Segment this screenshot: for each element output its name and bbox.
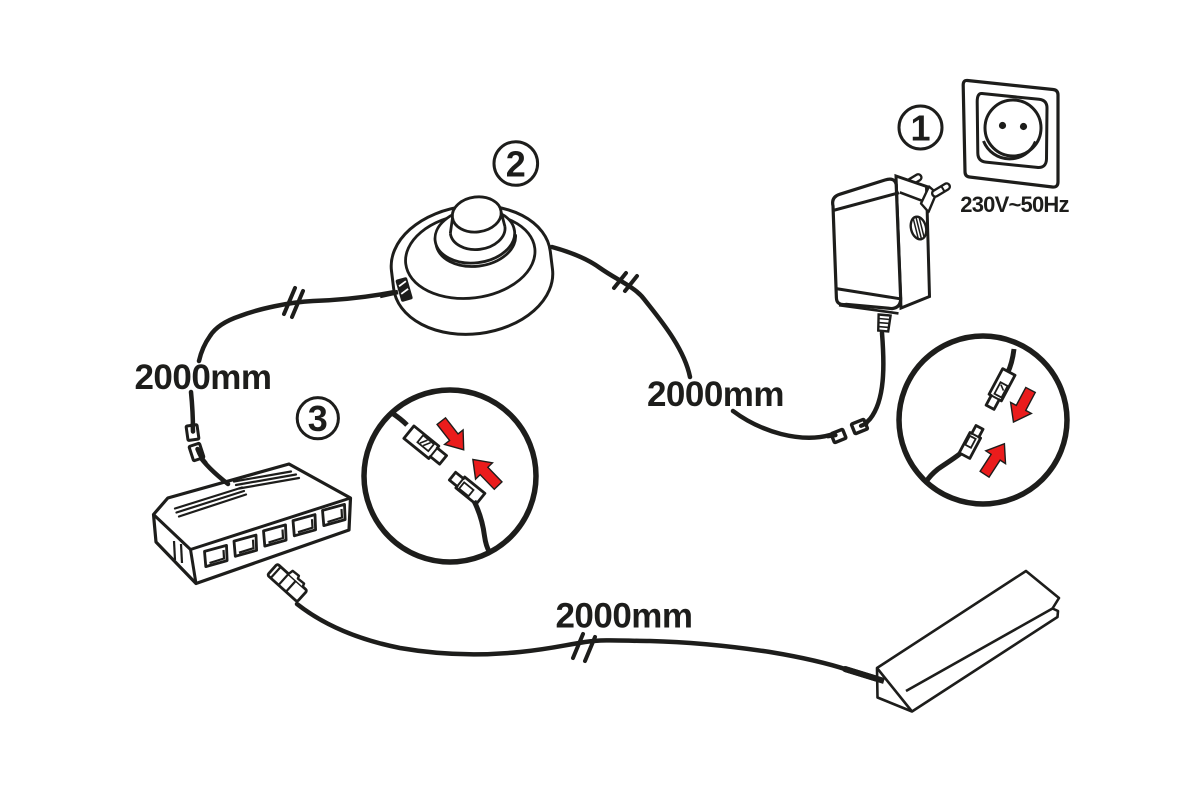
svg-text:230V~50Hz: 230V~50Hz [960,192,1069,217]
svg-text:3: 3 [308,398,328,439]
svg-text:1: 1 [910,108,930,149]
svg-text:2000mm: 2000mm [134,358,271,397]
svg-text:2000mm: 2000mm [555,597,692,636]
svg-text:2000mm: 2000mm [647,375,784,414]
svg-text:2: 2 [506,144,526,185]
